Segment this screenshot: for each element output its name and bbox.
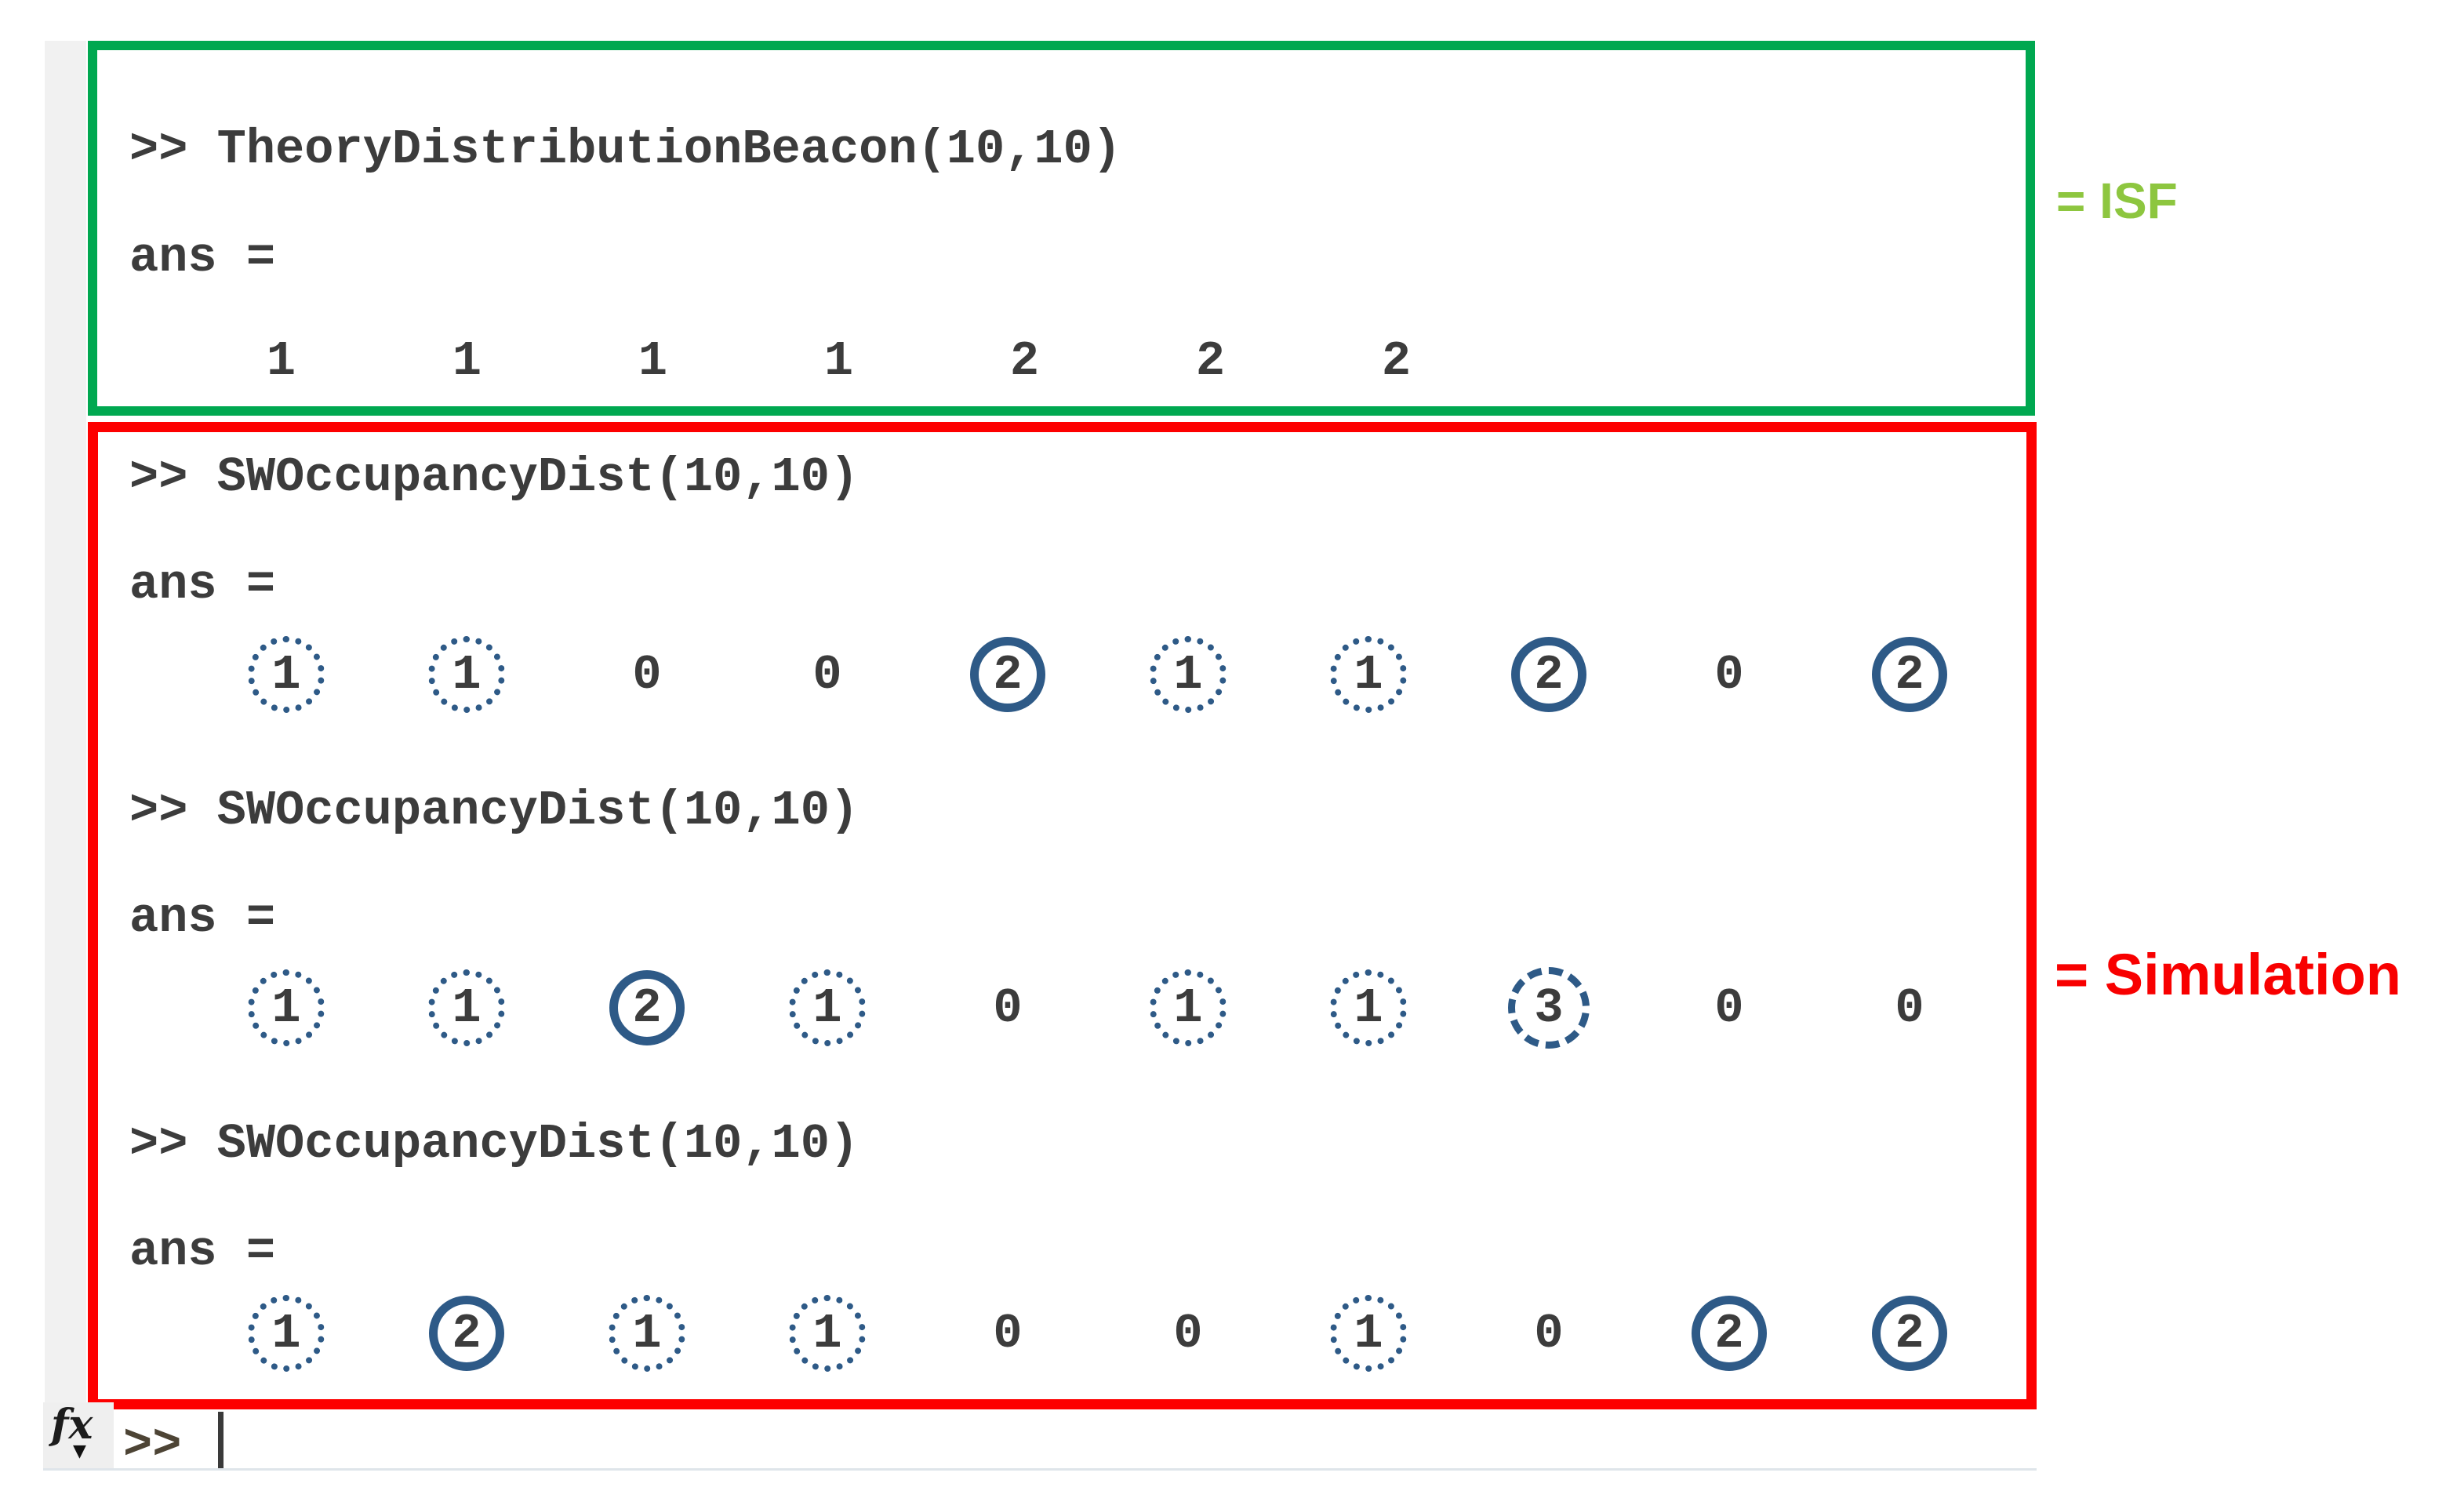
circled-value: 1: [196, 969, 376, 1046]
command-line: >> TheoryDistributionBeacon(10,10): [129, 122, 1122, 177]
circled-value: 2: [557, 970, 737, 1045]
simulation-values-row: 1 1 0 0 2 1 1 2 0 2: [196, 631, 2000, 718]
ans-label: ans =: [129, 230, 276, 285]
isf-annotation-box: [88, 41, 2035, 416]
text-cursor: [218, 1412, 224, 1468]
matrix-value: 0: [1895, 980, 1924, 1036]
dotted-circle-annotation: 1: [609, 1295, 685, 1372]
dotted-circle-annotation: 1: [248, 1295, 325, 1372]
solid-circle-annotation: 2: [970, 637, 1045, 712]
dotted-circle-annotation: 1: [248, 636, 325, 713]
command-line: >> SWOccupancyDist(10,10): [129, 449, 859, 505]
fx-icon: fx: [51, 1401, 93, 1449]
matrix-value: 0: [993, 980, 1023, 1036]
circled-value: 1: [1098, 969, 1278, 1046]
simulation-values-row: 1 1 2 1 0 1 1 3 0 0: [196, 965, 2000, 1051]
matrix-value: 1: [638, 333, 668, 389]
circled-value: 1: [196, 636, 376, 713]
simulation-annotation-box: [88, 422, 2037, 1409]
matrix-value: 0: [1714, 646, 1744, 703]
circled-value: 1: [376, 636, 557, 713]
simulation-label: = Simulation: [2055, 942, 2402, 1007]
dotted-circle-annotation: 1: [428, 969, 505, 1046]
dashed-circle-annotation: 3: [1508, 967, 1590, 1049]
dotted-circle-annotation: 1: [1330, 969, 1407, 1046]
command-prompt[interactable]: >>: [123, 1417, 182, 1473]
solid-circle-annotation: 2: [1511, 637, 1586, 712]
command-window-gutter: [45, 41, 86, 1402]
dropdown-caret-icon: ▼: [73, 1442, 86, 1461]
isf-label: = ISF: [2056, 173, 2178, 229]
matrix-value: 1: [266, 333, 296, 389]
solid-circle-annotation: 2: [429, 1296, 504, 1371]
dotted-circle-annotation: 1: [1150, 636, 1227, 713]
dotted-circle-annotation: 1: [789, 1295, 866, 1372]
dotted-circle-annotation: 1: [248, 969, 325, 1046]
ans-label: ans =: [129, 557, 276, 613]
circled-value: 2: [376, 1296, 557, 1371]
circled-value: 1: [737, 969, 918, 1046]
dotted-circle-annotation: 1: [1330, 636, 1407, 713]
circled-value: 1: [557, 1295, 737, 1372]
circled-value: 1: [1278, 636, 1459, 713]
ans-label: ans =: [129, 1224, 276, 1279]
matrix-value: 1: [452, 333, 482, 389]
circled-value: 2: [1819, 1296, 2000, 1371]
circled-value: 2: [1459, 637, 1639, 712]
circled-value: 1: [376, 969, 557, 1046]
command-line: >> SWOccupancyDist(10,10): [129, 783, 859, 838]
circled-value: 2: [918, 637, 1098, 712]
dotted-circle-annotation: 1: [789, 969, 866, 1046]
matrix-value: 0: [1714, 980, 1744, 1036]
circled-value: 1: [196, 1295, 376, 1372]
matrix-value: 0: [1173, 1305, 1203, 1362]
dotted-circle-annotation: 1: [1150, 969, 1227, 1046]
circled-value: 2: [1819, 637, 2000, 712]
simulation-values-row: 1 2 1 1 0 0 1 0 2 2: [196, 1290, 2000, 1376]
ans-label: ans =: [129, 890, 276, 946]
isf-values-row: 1 1 1 1 2 2 2: [188, 318, 1489, 404]
function-hints-button[interactable]: fx ▼: [43, 1401, 114, 1470]
circled-value: 1: [1278, 969, 1459, 1046]
circled-value: 1: [1278, 1295, 1459, 1372]
circled-value: 1: [737, 1295, 918, 1372]
command-line: >> SWOccupancyDist(10,10): [129, 1116, 859, 1172]
circled-value: 2: [1639, 1296, 1819, 1371]
solid-circle-annotation: 2: [1692, 1296, 1767, 1371]
matrix-value: 0: [1534, 1305, 1564, 1362]
solid-circle-annotation: 2: [609, 970, 685, 1045]
dotted-circle-annotation: 1: [1330, 1295, 1407, 1372]
matrix-value: 0: [632, 646, 662, 703]
solid-circle-annotation: 2: [1872, 1296, 1947, 1371]
dotted-circle-annotation: 1: [428, 636, 505, 713]
solid-circle-annotation: 2: [1872, 637, 1947, 712]
matrix-value: 1: [823, 333, 854, 389]
matrix-value: 2: [1381, 333, 1412, 389]
matrix-value: 0: [812, 646, 842, 703]
matrix-value: 2: [1195, 333, 1226, 389]
window-bottom-border: [43, 1468, 2037, 1471]
circled-value: 1: [1098, 636, 1278, 713]
circled-value: 3: [1459, 967, 1639, 1049]
matrix-value: 0: [993, 1305, 1023, 1362]
matrix-value: 2: [1009, 333, 1040, 389]
